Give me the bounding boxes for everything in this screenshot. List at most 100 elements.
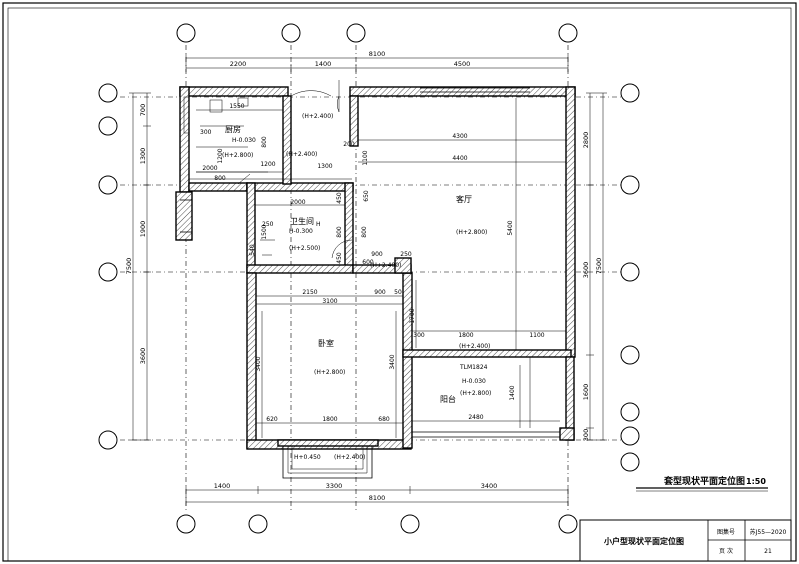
elev-3: (H+2.800) [222,152,253,159]
dim-1500: 1500 [261,224,268,239]
inner-dimension-labels: 1550 300 1200 2000 800 200 1200 1300 430… [200,103,545,423]
left-dim-d: 3600 [139,348,147,365]
dim-3100: 3100 [322,298,337,305]
dim-250a: 250 [262,221,274,228]
dim-3400b: 3400 [389,354,396,369]
left-dim-c: 1900 [139,221,147,238]
dim-1100a: 1100 [362,150,369,165]
doors [260,80,353,259]
window-lines [180,87,560,479]
diagram-title-text: 套型现状平面定位图 [664,475,745,487]
dim-800c: 800 [361,226,368,238]
atlas-label: 图集号 [717,528,735,536]
top-total-dim: 8100 [369,50,386,58]
right-dim-a: 2800 [582,132,590,149]
elev-4: (H+2.400) [286,151,317,158]
dim-2480: 2480 [468,414,483,421]
dim-2000b: 2000 [290,199,305,206]
room-bathroom: 卫生间 [290,216,314,226]
elev-9: (H+2.800) [456,229,487,236]
inner-dimension-lines [189,98,566,438]
dim-800b: 800 [336,226,343,238]
dim-300: 300 [200,129,212,136]
elev-11: (H+2.800) [314,369,345,376]
bottom-total-dim: 8100 [369,494,386,502]
bottom-dim-3: 3400 [481,482,498,490]
dim-1300: 1300 [317,163,332,170]
room-balcony: 阳台 [440,394,456,404]
dim-450b: 450 [336,252,343,264]
room-bedroom: 卧室 [318,338,334,348]
dim-620: 620 [266,416,278,423]
title-block: 小户型现状平面定位图 图集号 苏J55—2020 页 次 21 [579,519,792,562]
bottom-dim-1: 1400 [214,482,231,490]
elev-10: (H+2.400) [459,343,490,350]
page-value: 21 [764,548,772,555]
elevation-labels: (H+2.400) H-0.030 (H+2.800) (H+2.400) H-… [222,113,491,461]
diagram-title: 套型现状平面定位图 1:50 [636,475,768,492]
inner-frame [7,7,792,562]
dim-800d: 800 [214,175,226,182]
left-dimensions: 7500 700 1300 1900 3600 [125,92,151,441]
dim-1200a: 1200 [217,148,224,163]
dim-250b: 250 [400,251,412,258]
right-dim-d: 300 [582,429,590,441]
dim-600: 600 [362,259,374,266]
top-dimensions: 8100 2200 1400 4500 [185,50,569,72]
dim-450a: 450 [336,192,343,204]
dim-4300: 4300 [452,133,467,140]
left-dim-b: 1300 [139,148,147,165]
dim-900b: 900 [374,289,386,296]
dim-1200b: 1200 [260,161,275,168]
dim-1800b: 1800 [322,416,337,423]
top-dim-3: 4500 [454,60,471,68]
dim-1400: 1400 [509,385,516,400]
dim-650: 650 [363,190,370,202]
dim-1700: 1700 [409,308,416,323]
dim-2000a: 2000 [202,165,217,172]
dim-4400: 4400 [452,155,467,162]
right-dimensions: 2800 3600 1600 300 7500 [582,92,607,441]
top-dim-1: 2200 [230,60,247,68]
diagram-scale: 1:50 [746,477,766,486]
elev-h: H [316,221,321,228]
right-dim-b: 3600 [582,262,590,279]
dim-300b: 300 [413,332,425,339]
left-total-dim: 7500 [125,258,133,275]
dim-200: 200 [343,141,355,148]
elev-15: (H+2.400) [334,454,365,461]
dim-2150: 2150 [302,289,317,296]
elev-12: H-0.030 [462,378,486,385]
room-labels: 厨房 卫生间 客厅 卧室 阳台 [225,124,472,404]
dim-1550: 1550 [229,103,244,110]
page-label: 页 次 [719,547,733,555]
dim-1800a: 1800 [458,332,473,339]
right-dim-c: 1600 [582,384,590,401]
dim-50: 50 [394,289,402,296]
dim-800a: 800 [261,136,268,148]
bottom-dim-2: 3300 [326,482,343,490]
dim-3400a: 3400 [255,356,262,371]
atlas-value: 苏J55—2020 [750,528,787,536]
dim-680: 680 [378,416,390,423]
elev-6: H-0.300 [289,228,313,235]
drawing-name: 小户型现状平面定位图 [603,536,684,546]
left-dim-a: 700 [139,104,147,116]
room-kitchen: 厨房 [225,124,241,134]
elev-8: (H+2.400) [370,262,401,269]
dim-5400: 5400 [507,220,514,235]
room-living: 客厅 [456,194,472,204]
dim-540: 540 [249,244,256,256]
elev-1: (H+2.400) [302,113,333,120]
dim-900a: 900 [371,251,383,258]
elev-2: H-0.030 [232,137,256,144]
elev-7: (H+2.500) [289,245,320,252]
bottom-dimensions: 1400 3300 3400 8100 [185,482,569,506]
top-dim-2: 1400 [315,60,332,68]
elev-14: H+0.450 [294,454,321,461]
axis-markers [98,23,640,534]
dim-1100b: 1100 [529,332,544,339]
elev-13: (H+2.800) [460,390,491,397]
right-total-dim: 7500 [595,258,603,275]
